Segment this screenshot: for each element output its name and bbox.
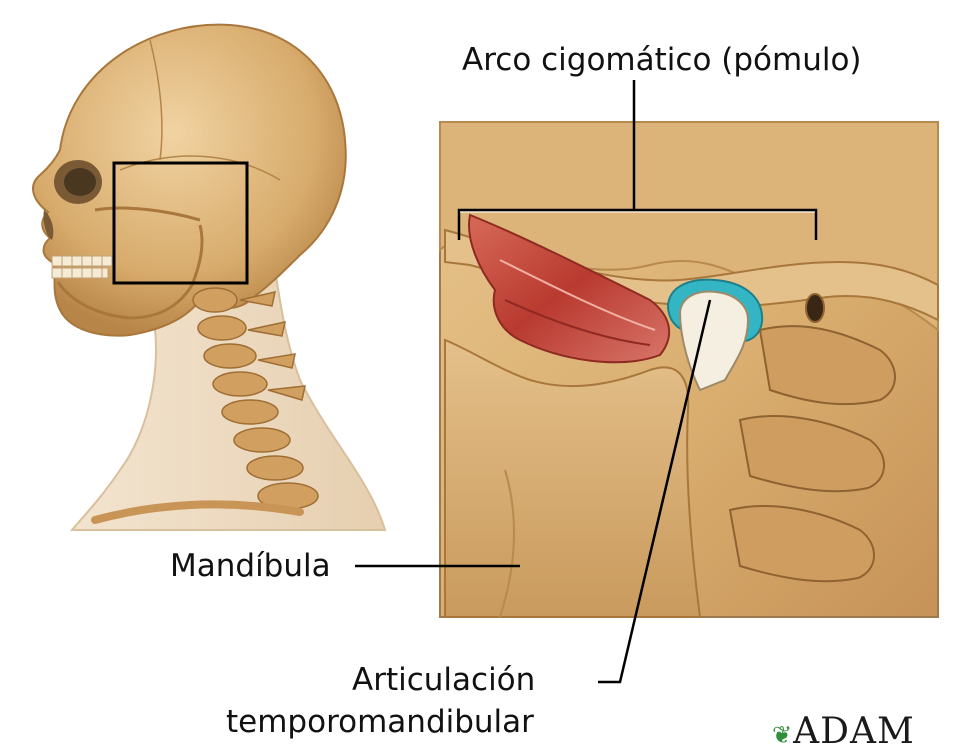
- leaf-icon: ❦: [772, 721, 793, 749]
- label-zygomatic-arch: Arco cigomático (pómulo): [462, 42, 862, 78]
- orbit-shadow: [64, 168, 96, 196]
- adam-logo: ❦ADAM: [772, 712, 915, 755]
- label-mandible: Mandíbula: [170, 548, 331, 584]
- tmj-closeup-panel: [440, 122, 938, 617]
- head-illustration: [33, 25, 385, 530]
- label-tmj-line1: Articulación: [352, 662, 535, 698]
- logo-text: ADAM: [793, 711, 915, 752]
- label-tmj-line2: temporomandibular: [226, 704, 534, 740]
